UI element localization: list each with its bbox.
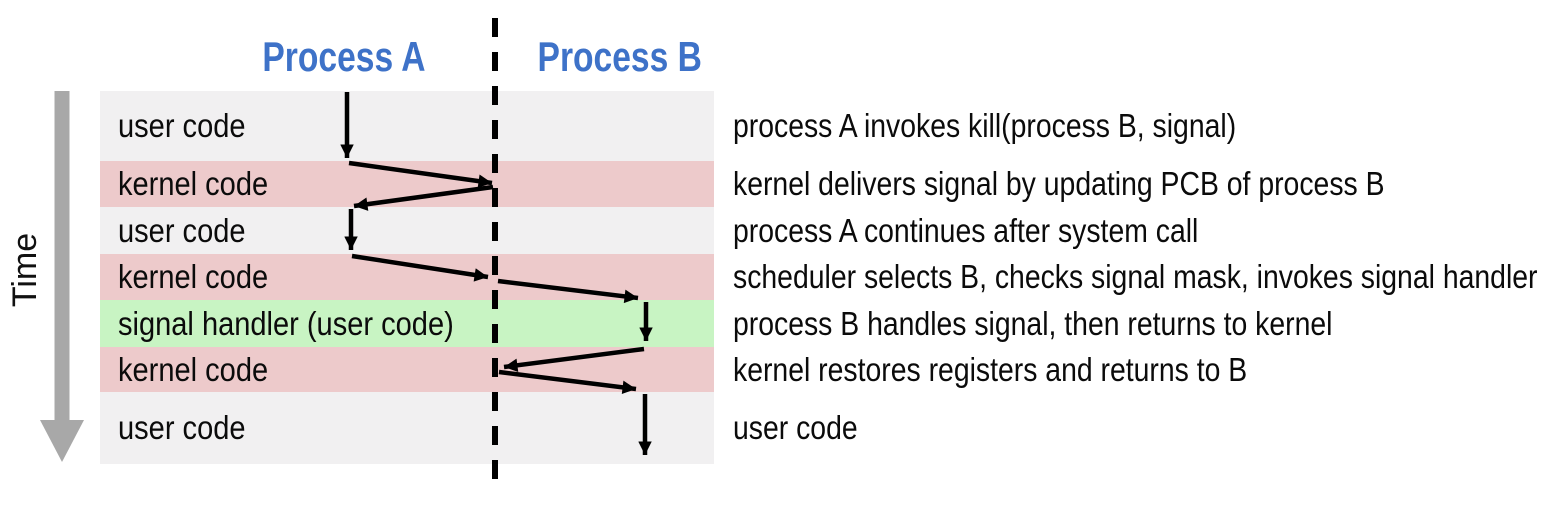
band-row-3-user-code: user code — [100, 207, 714, 254]
band-row-3-label: user code — [118, 211, 246, 249]
flow-arrow-kill-syscall-to-b-pcb — [348, 160, 493, 188]
band-row-5-label: signal handler (user code) — [118, 304, 454, 342]
annotation-row-4: scheduler selects B, checks signal mask,… — [733, 254, 1558, 300]
flow-arrow-kernel-return-to-a — [353, 184, 494, 211]
annotation-row-3: process A continues after system call — [733, 207, 1558, 254]
annotation-row-2: kernel delivers signal by updating PCB o… — [733, 161, 1558, 207]
annotation-row-6-text: kernel restores registers and returns to… — [733, 350, 1248, 388]
annotation-row-1-text: process A invokes kill(process B, signal… — [733, 107, 1237, 144]
band-row-1-label: user code — [118, 107, 246, 144]
band-row-2-label: kernel code — [118, 165, 269, 202]
annotation-row-7-text: user code — [733, 409, 858, 446]
band-row-6-label: kernel code — [118, 350, 269, 388]
band-row-7-user-code: user code — [100, 392, 714, 464]
annotation-row-5-text: process B handles signal, then returns t… — [733, 304, 1333, 342]
band-row-7-label: user code — [118, 409, 246, 446]
flow-arrow-kernel-return-to-b — [498, 369, 637, 395]
time-arrow — [40, 91, 84, 462]
band-row-5-signal-handler: signal handler (user code) — [100, 300, 714, 347]
flow-arrow-scheduler-to-b — [497, 278, 639, 304]
annotation-row-6: kernel restores registers and returns to… — [733, 347, 1558, 392]
process-b-header-text: Process B — [537, 33, 702, 80]
time-arrowhead-icon — [40, 420, 84, 462]
band-row-4-kernel-code: kernel code — [100, 254, 714, 300]
annotation-row-5: process B handles signal, then returns t… — [733, 300, 1558, 347]
annotation-row-4-text: scheduler selects B, checks signal mask,… — [733, 258, 1538, 295]
annotation-row-7: user code — [733, 392, 1558, 464]
process-b-header: Process B — [517, 33, 717, 81]
annotation-row-3-text: process A continues after system call — [733, 211, 1199, 249]
process-a-header-text: Process A — [262, 33, 426, 80]
flow-arrow-handler-return-to-kernel — [503, 346, 645, 372]
band-row-4-label: kernel code — [118, 258, 269, 295]
annotation-row-1: process A invokes kill(process B, signal… — [733, 91, 1558, 161]
process-a-header: Process A — [242, 33, 442, 81]
band-row-1-user-code: user code — [100, 91, 714, 161]
flow-arrow-a-to-scheduler — [351, 253, 489, 282]
annotation-row-2-text: kernel delivers signal by updating PCB o… — [733, 165, 1385, 202]
